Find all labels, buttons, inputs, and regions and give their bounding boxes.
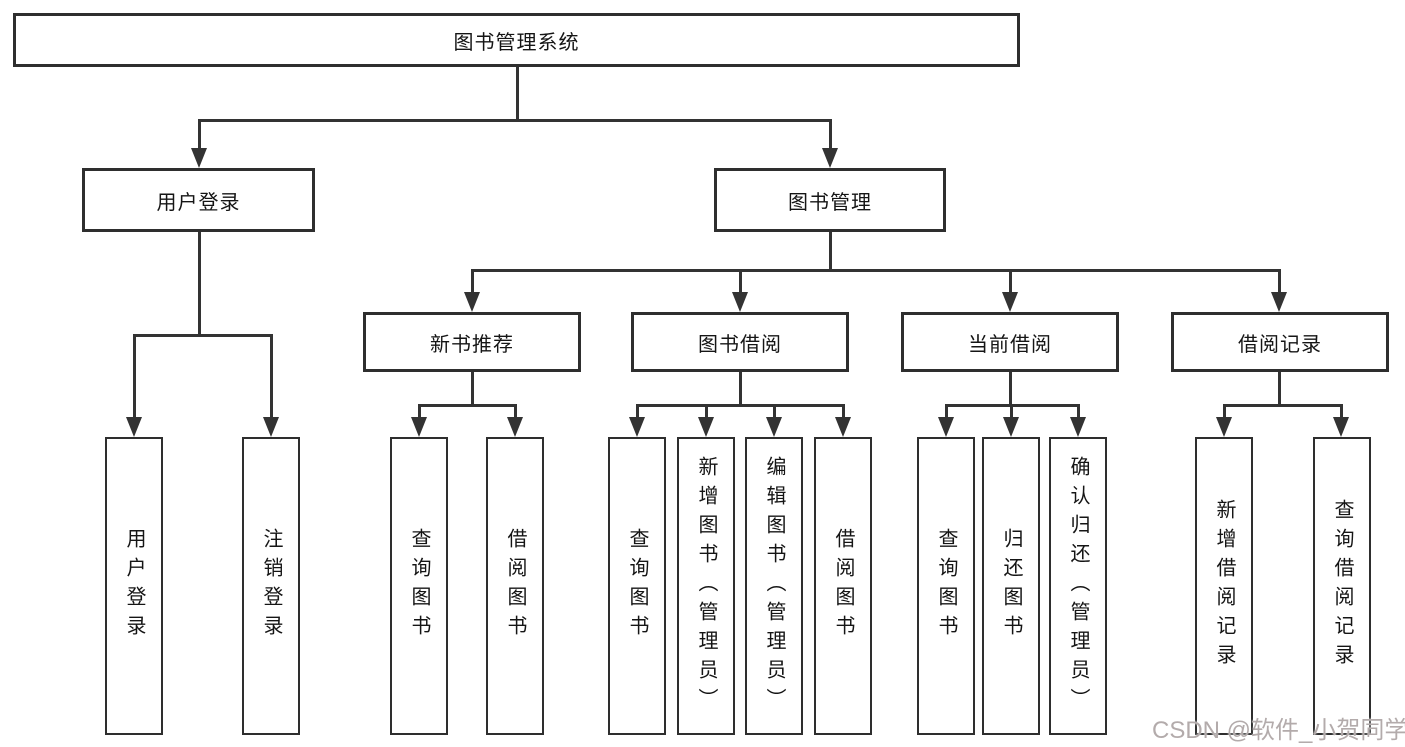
arrow-down-icon bbox=[766, 417, 782, 437]
node-label: 新增借阅记录 bbox=[1213, 499, 1235, 673]
connector-line bbox=[1009, 269, 1012, 294]
connector-line bbox=[739, 269, 742, 294]
node-label: 查询图书 bbox=[935, 528, 957, 644]
connector-line bbox=[1223, 404, 1343, 407]
arrow-down-icon bbox=[938, 417, 954, 437]
connector-line bbox=[1223, 404, 1226, 418]
connector-line bbox=[198, 119, 831, 122]
connector-line bbox=[471, 269, 1281, 272]
connector-line bbox=[133, 334, 273, 337]
leaf-return-books: 归还图书 bbox=[982, 437, 1040, 735]
arrow-down-icon bbox=[629, 417, 645, 437]
arrow-down-icon bbox=[126, 417, 142, 437]
node-borrow-records: 借阅记录 bbox=[1171, 312, 1389, 372]
arrow-down-icon bbox=[835, 417, 851, 437]
connector-line bbox=[516, 67, 519, 120]
connector-line bbox=[1077, 404, 1080, 418]
connector-line bbox=[514, 404, 517, 418]
leaf-confirm-return-admin: 确认归还（管理员） bbox=[1049, 437, 1107, 735]
node-label: 借阅记录 bbox=[1238, 333, 1322, 356]
arrow-down-icon bbox=[411, 417, 427, 437]
node-label: 用户登录 bbox=[156, 191, 241, 214]
connector-line bbox=[471, 372, 474, 405]
arrow-down-icon bbox=[1002, 292, 1018, 312]
node-label: 新书推荐 bbox=[430, 333, 514, 356]
node-label: 查询借阅记录 bbox=[1331, 499, 1353, 673]
node-label: 查询图书 bbox=[626, 528, 648, 644]
connector-line bbox=[829, 232, 832, 270]
arrow-down-icon bbox=[191, 148, 207, 168]
connector-line bbox=[418, 404, 421, 418]
arrow-down-icon bbox=[1271, 292, 1287, 312]
arrow-down-icon bbox=[698, 417, 714, 437]
node-label: 图书管理 bbox=[788, 191, 872, 214]
connector-line bbox=[1278, 269, 1281, 294]
leaf-query-borrow-record: 查询借阅记录 bbox=[1313, 437, 1371, 735]
node-library-system: 图书管理系统 bbox=[13, 13, 1020, 67]
node-book-management: 图书管理 bbox=[714, 168, 946, 232]
watermark: CSDN @软件_小贺同学 bbox=[1152, 717, 1405, 744]
node-label: 图书管理系统 bbox=[453, 31, 580, 54]
connector-line bbox=[773, 404, 776, 418]
leaf-add-borrow-record: 新增借阅记录 bbox=[1195, 437, 1253, 735]
leaf-query-books-1: 查询图书 bbox=[390, 437, 448, 735]
connector-line bbox=[133, 334, 136, 418]
connector-line bbox=[636, 404, 845, 407]
arrow-down-icon bbox=[1333, 417, 1349, 437]
node-label: 借阅图书 bbox=[504, 528, 526, 644]
connector-line bbox=[1340, 404, 1343, 418]
node-label: 当前借阅 bbox=[968, 333, 1052, 356]
leaf-add-books-admin: 新增图书（管理员） bbox=[677, 437, 735, 735]
leaf-user-login: 用户登录 bbox=[105, 437, 163, 735]
leaf-logout: 注销登录 bbox=[242, 437, 300, 735]
arrow-down-icon bbox=[1003, 417, 1019, 437]
node-label: 用户登录 bbox=[123, 528, 145, 644]
arrow-down-icon bbox=[263, 417, 279, 437]
connector-line bbox=[198, 232, 201, 335]
node-current-borrowing: 当前借阅 bbox=[901, 312, 1119, 372]
connector-line bbox=[270, 334, 273, 418]
connector-line bbox=[418, 404, 517, 407]
connector-line bbox=[1278, 372, 1281, 405]
leaf-borrow-books-1: 借阅图书 bbox=[486, 437, 544, 735]
node-label: 查询图书 bbox=[408, 528, 430, 644]
arrow-down-icon bbox=[507, 417, 523, 437]
connector-line bbox=[198, 119, 201, 150]
node-new-book-recommend: 新书推荐 bbox=[363, 312, 581, 372]
arrow-down-icon bbox=[1216, 417, 1232, 437]
connector-line bbox=[1009, 372, 1012, 405]
leaf-edit-books-admin: 编辑图书（管理员） bbox=[745, 437, 803, 735]
connector-line bbox=[842, 404, 845, 418]
node-book-borrowing: 图书借阅 bbox=[631, 312, 849, 372]
node-label: 新增图书（管理员） bbox=[695, 455, 717, 717]
node-user-login: 用户登录 bbox=[82, 168, 315, 232]
node-label: 注销登录 bbox=[260, 528, 282, 644]
node-label: 归还图书 bbox=[1000, 528, 1022, 644]
connector-line bbox=[829, 119, 832, 150]
connector-line bbox=[1010, 404, 1013, 418]
connector-line bbox=[471, 269, 474, 294]
arrow-down-icon bbox=[732, 292, 748, 312]
node-label: 图书借阅 bbox=[698, 333, 782, 356]
connector-line bbox=[945, 404, 948, 418]
leaf-query-books-3: 查询图书 bbox=[917, 437, 975, 735]
connector-line bbox=[739, 372, 742, 405]
arrow-down-icon bbox=[822, 148, 838, 168]
arrow-down-icon bbox=[464, 292, 480, 312]
leaf-borrow-books-2: 借阅图书 bbox=[814, 437, 872, 735]
connector-line bbox=[705, 404, 708, 418]
node-label: 确认归还（管理员） bbox=[1067, 455, 1089, 717]
arrow-down-icon bbox=[1070, 417, 1086, 437]
node-label: 编辑图书（管理员） bbox=[763, 455, 785, 717]
node-label: 借阅图书 bbox=[832, 528, 854, 644]
leaf-query-books-2: 查询图书 bbox=[608, 437, 666, 735]
connector-line bbox=[636, 404, 639, 418]
